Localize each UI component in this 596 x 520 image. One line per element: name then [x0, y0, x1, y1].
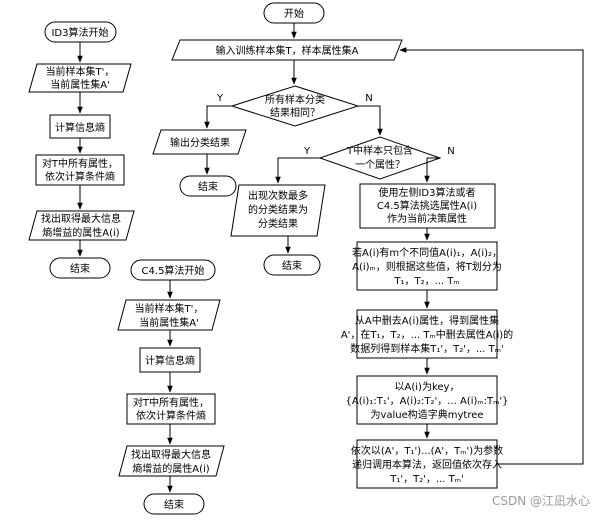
main-flow: 开始 输入训练样本集T，样本属性集A 所有样本分类 结果相同？ 输出分类结果 结… [152, 2, 584, 489]
use-algorithm-line3: 作为当前决策属性 [387, 212, 467, 225]
decision2-line1: T中样本只包含 [346, 144, 413, 157]
c45-start-label: C4.5算法开始 [142, 264, 205, 277]
edge-decision1-yes [204, 105, 232, 129]
id3-calc-entropy-label: 计算信息熵 [55, 121, 105, 134]
c45-cond-entropy-box [126, 393, 216, 425]
dict-line2: {A(i)₁:T₁'，A(i)₂:T₂'，... A(i)ₘ:Tₘ'} [346, 396, 509, 407]
build-dict-box [356, 375, 498, 425]
dict-line1: 以A(i)为key， [395, 381, 460, 393]
id3-max-gain-line2: 熵增益的属性A(i) [42, 226, 120, 239]
id3-end-terminal [49, 257, 111, 279]
recurse-line3: T₁'，T₂'，... Tₘ' [389, 474, 464, 485]
end1-label: 结束 [198, 180, 218, 193]
edge-decision2-no [424, 157, 440, 183]
recurse-line2: 递归调用本算法，返回值依次存入 [352, 458, 502, 471]
decision1-line2: 结果相同？ [270, 106, 320, 119]
decision2-yes-label: Y [303, 146, 311, 157]
most-frequent-line2: 的分类结果为 [248, 203, 308, 216]
c45-end-label: 结束 [164, 498, 184, 511]
dict-line3: 为value构造字典mytree [370, 408, 483, 421]
use-algorithm-line2: C4.5算法挑选属性A(i) [377, 199, 477, 212]
most-frequent-line1: 出现次数最多 [248, 189, 308, 202]
decision-all-same-class [230, 85, 360, 127]
output-class-label: 输出分类结果 [170, 136, 230, 149]
edge-decision1-no [358, 105, 383, 136]
c45-max-gain-line2: 熵增益的属性A(i) [132, 462, 210, 475]
most-frequent-parallelogram [230, 184, 326, 237]
remove-line3: 数据列得到样本集T₁'，T₂'，... Tₘ' [350, 342, 504, 355]
decision1-line1: 所有样本分类 [265, 93, 325, 106]
output-class-parallelogram [152, 129, 247, 155]
c45-max-gain-line1: 找出取得最大信息 [131, 448, 211, 461]
split-line3: T₁，T₂，... Tₘ [393, 276, 459, 287]
remove-line1: 从A中删去A(i)属性，得到属性集 [355, 314, 499, 327]
split-box [356, 241, 498, 291]
id3-max-gain-parallelogram [28, 210, 135, 241]
c45-start-terminal [130, 259, 216, 281]
remove-line2: A'，在T₁，T₂，... Tₘ中删去属性A(i)的 [341, 328, 513, 341]
end2-label: 结束 [282, 259, 302, 272]
main-input-label: 输入训练样本集T，样本属性集A [216, 44, 359, 57]
watermark-text: CSDN @江凪水心 [492, 494, 590, 508]
id3-cond-entropy-line2: 依次计算条件熵 [45, 170, 115, 183]
recurse-box [356, 439, 498, 489]
use-algorithm-box [359, 183, 496, 229]
decision-single-attribute [318, 136, 442, 180]
use-algorithm-line1: 使用左侧ID3算法或者 [378, 186, 475, 199]
id3-input-line2: 当前属性集A' [50, 78, 110, 91]
decision2-no-label: N [447, 146, 454, 157]
recurse-line1: 依次以(A'，T₁')...(A'，Tₘ')为参数 [351, 444, 503, 457]
c45-end-terminal [143, 493, 205, 515]
c45-input-line2: 当前属性集A' [139, 316, 199, 329]
decision1-no-label: N [365, 93, 372, 104]
split-line1: 若A(i)有m个不同值A(i)₁，A(i)₂， [352, 246, 502, 259]
end2-terminal [263, 254, 321, 276]
most-frequent-line3: 分类结果 [258, 217, 298, 230]
id3-end-label: 结束 [70, 262, 90, 275]
c45-input-line1: 当前样本集T'， [135, 302, 204, 315]
c45-max-gain-parallelogram [118, 445, 225, 477]
decision2-line2: 一个属性？ [355, 158, 405, 171]
id3-input-parallelogram [28, 63, 132, 93]
c45-flow: C4.5算法开始 当前样本集T'， 当前属性集A' 计算信息熵 对T中所有属性，… [117, 259, 225, 515]
edge-decision2-yes [275, 157, 320, 184]
id3-flow: ID3算法开始 当前样本集T'， 当前属性集A' 计算信息熵 对T中所有属性， … [28, 21, 135, 279]
decision1-yes-label: Y [216, 93, 224, 104]
edge-recurse-loop-back [399, 47, 584, 465]
id3-input-line1: 当前样本集T'， [46, 65, 115, 78]
id3-max-gain-line1: 找出取得最大信息 [41, 212, 121, 225]
id3-start-label: ID3算法开始 [51, 26, 108, 39]
remove-attribute-box [356, 309, 498, 359]
c45-input-parallelogram [117, 299, 221, 331]
id3-cond-entropy-line1: 对T中所有属性， [42, 157, 118, 170]
split-line2: A(i)ₘ，则根据这些值，将T划分为 [352, 260, 502, 273]
main-input-parallelogram [171, 39, 403, 61]
c45-calc-entropy-label: 计算信息熵 [145, 354, 195, 367]
main-start-label: 开始 [284, 7, 304, 20]
end1-terminal [179, 175, 237, 197]
c45-cond-entropy-line2: 依次计算条件熵 [136, 409, 206, 422]
c45-cond-entropy-line1: 对T中所有属性， [133, 396, 209, 409]
